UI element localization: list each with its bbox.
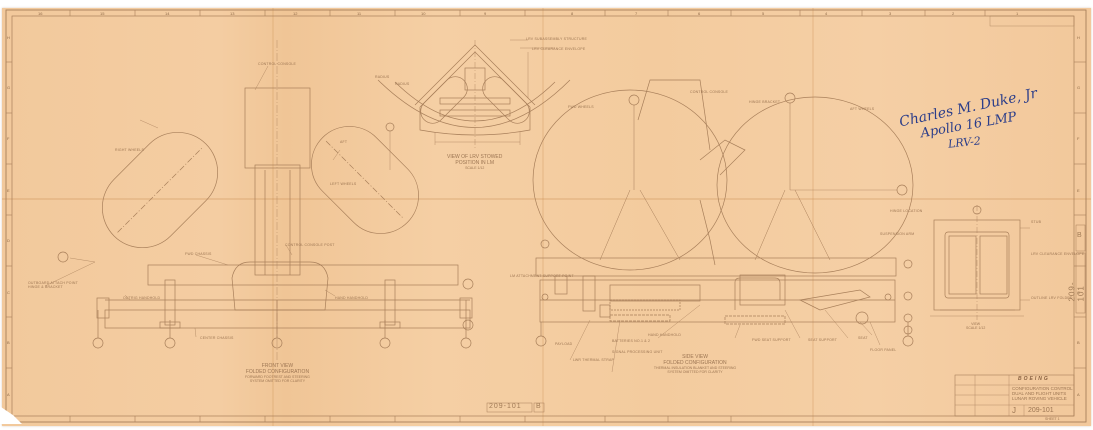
label-control-console-post: CONTROL CONSOLE POST (285, 243, 335, 247)
bottom-tab-number: 209-101 (489, 403, 522, 410)
front-view-title: FRONT VIEW FOLDED CONFIGURATION FORWARD … (245, 363, 310, 383)
fold-crease-vertical (272, 8, 274, 426)
zone-label-c: C (7, 290, 10, 295)
zone-label-f: F (7, 136, 10, 141)
label-suspension-arm: SUSPENSION ARM (880, 232, 915, 236)
zone-label-8: 8 (571, 11, 574, 16)
label-payload: PAYLOAD (555, 342, 573, 346)
label-radius-1: RADIUS (375, 75, 390, 79)
fold-crease-vertical (812, 8, 814, 426)
label-hinge-bracket-side: HINGE BRACKET (749, 100, 781, 104)
label-aft-wheels: AFT WHEELS (850, 107, 875, 111)
zone-label-11: 11 (357, 11, 362, 16)
title-block-size: J (1012, 406, 1016, 415)
label-lwr-thermal-strap: LWR THERMAL STRAP (573, 358, 615, 362)
label-rear-clearance: LRV CLEARANCE ENVELOPE (1031, 252, 1085, 256)
zone-label-6: 6 (698, 11, 701, 16)
zone-label-a-right: A (1077, 392, 1080, 397)
bottom-tab-rev: B (536, 403, 542, 410)
label-side-hand-handhold: HAND HANDHOLD (648, 333, 682, 337)
label-floor-panel: FLOOR PANEL (870, 348, 897, 352)
label-hinge-location: HINGE LOCATION (890, 209, 923, 213)
zone-label-10: 10 (421, 11, 426, 16)
zone-label-h: H (7, 35, 10, 40)
zone-label-e: E (7, 188, 10, 193)
side-tab-rev: B (1077, 232, 1083, 239)
rear-view-title: VIEW SCALE 1/12 (966, 322, 986, 330)
boeing-logo: BOEING (1018, 376, 1050, 382)
label-outboard-attach: OUTBOARD ATTACH POINT (28, 281, 78, 285)
zone-label-a: A (7, 392, 10, 397)
label-rear-outline: OUTLINE LRV FOLDED (1031, 296, 1073, 300)
fold-crease-vertical (542, 8, 544, 426)
label-radius-2: RADIUS (395, 82, 410, 86)
label-lrv-subassembly: LRV SUBASSEMBLY STRUCTURE (526, 37, 588, 41)
label-rear-stub: STUB (1031, 220, 1042, 224)
label-aft: AFT (340, 140, 348, 144)
blueprint-sheet (2, 8, 1091, 426)
label-seat-support: SEAT SUPPORT (808, 338, 838, 342)
side-view-title: SIDE VIEW FOLDED CONFIGURATION THERMAL I… (653, 354, 737, 374)
title-block-sheet: SHEET 1 (1045, 417, 1060, 421)
zone-label-7: 7 (635, 11, 638, 16)
label-outrig-handhold: OUTRIG HANDHOLD (123, 296, 161, 300)
zone-label-2: 2 (952, 11, 955, 16)
fold-crease-horizontal (2, 198, 1091, 200)
zone-label-g: G (7, 85, 11, 90)
zone-label-b-right: B (1077, 340, 1080, 345)
label-side-control-console: CONTROL CONSOLE (690, 90, 729, 94)
zone-label-12: 12 (293, 11, 298, 16)
title-line-3: LUNAR ROVING VEHICLE (1012, 396, 1067, 401)
label-fwd-chassis: FWD CHASSIS (185, 252, 212, 256)
label-fwd-seat-support: FWD SEAT SUPPORT (752, 338, 791, 342)
zone-label-h-right: H (1077, 35, 1080, 40)
label-center-chassis: CENTER CHASSIS (200, 336, 234, 340)
zone-label-13: 13 (230, 11, 235, 16)
zone-label-1: 1 (1016, 11, 1019, 16)
label-signal-processing: SIGNAL PROCESSING UNIT (612, 350, 663, 354)
zone-label-5: 5 (762, 11, 765, 16)
label-batteries: BATTERIES NO.1 & 2 (612, 339, 651, 343)
zone-label-c-right: C (1077, 290, 1080, 295)
zone-label-e-right: E (1077, 188, 1080, 193)
zone-label-4: 4 (825, 11, 828, 16)
zone-label-9: 9 (484, 11, 487, 16)
label-seat: SEAT (858, 336, 868, 340)
label-hand-handhold: HAND HANDHOLD (335, 296, 369, 300)
label-fwd-wheels: FWD WHEELS (568, 105, 594, 109)
label-right-wheels: RIGHT WHEELS (115, 148, 144, 152)
label-lm-attachment: LM ATTACHMENT SUPPORT POINT (510, 274, 574, 278)
zone-label-g-right: G (1077, 85, 1081, 90)
label-lrv-clearance: LRV CLEARANCE ENVELOPE (532, 47, 586, 51)
zone-label-d: D (7, 238, 10, 243)
title-line-2: DUAL AND FLIGHT UNITS (1012, 391, 1067, 396)
title-block-dwg-no: 209-101 (1028, 407, 1054, 414)
zone-label-3: 3 (889, 11, 892, 16)
label-left-wheels: LEFT WHEELS (330, 182, 357, 186)
title-line-1: CONFIGURATION CONTROL (1012, 386, 1073, 391)
label-hinge-bracket: HINGE & BRACKET (28, 285, 63, 289)
zone-label-14: 14 (165, 11, 170, 16)
side-tab-number: 209-101 (1067, 281, 1086, 302)
label-control-console: CONTROL CONSOLE (258, 62, 297, 66)
stowed-view-title: VIEW OF LRV STOWED POSITION IN LM SCALE … (447, 154, 503, 170)
zone-label-15: 15 (100, 11, 105, 16)
zone-label-f-right: F (1077, 136, 1080, 141)
zone-label-16: 16 (38, 11, 43, 16)
zone-label-b: B (7, 340, 10, 345)
